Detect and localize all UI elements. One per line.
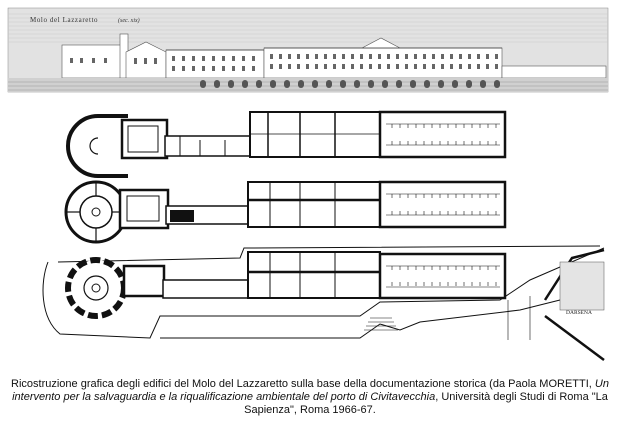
window	[387, 64, 390, 69]
arch	[354, 80, 360, 88]
window	[486, 64, 489, 69]
arch	[298, 80, 304, 88]
arch	[410, 80, 416, 88]
darsena-label: DARSENA	[566, 310, 592, 316]
window	[351, 64, 354, 69]
window	[423, 64, 426, 69]
window	[396, 54, 399, 59]
caption-text-2: , Università degli Studi di Roma "La Sap…	[244, 391, 608, 416]
window	[495, 64, 498, 69]
arch	[466, 80, 472, 88]
window	[459, 54, 462, 59]
window	[432, 54, 435, 59]
arch	[396, 80, 402, 88]
arch	[424, 80, 430, 88]
arch	[326, 80, 332, 88]
window	[369, 64, 372, 69]
window	[342, 64, 345, 69]
plan-site: DARSENA	[42, 245, 605, 362]
elevation-panel: Molo del Lazzaretto (sec. xix)	[7, 7, 609, 93]
arch	[214, 80, 220, 88]
window	[450, 64, 453, 69]
elevation-century: (sec. xix)	[118, 17, 140, 24]
arch	[480, 80, 486, 88]
window	[369, 54, 372, 59]
figure-caption: Ricostruzione grafica degli edifici del …	[6, 378, 614, 417]
window	[405, 54, 408, 59]
window	[315, 64, 318, 69]
window	[405, 64, 408, 69]
caption-title-italic: Un intervento per la salvaguardia e la r…	[12, 378, 609, 403]
window	[360, 54, 363, 59]
window	[297, 54, 300, 59]
window	[333, 64, 336, 69]
window	[288, 54, 291, 59]
window	[477, 64, 480, 69]
window	[324, 64, 327, 69]
window	[351, 54, 354, 59]
window	[423, 54, 426, 59]
window	[333, 54, 336, 59]
window	[279, 64, 282, 69]
window	[378, 54, 381, 59]
window	[432, 64, 435, 69]
window	[342, 54, 345, 59]
window	[414, 54, 417, 59]
window	[288, 64, 291, 69]
arch	[200, 80, 206, 88]
window	[450, 54, 453, 59]
arch	[340, 80, 346, 88]
window	[468, 54, 471, 59]
arch	[242, 80, 248, 88]
arch	[256, 80, 262, 88]
window	[396, 64, 399, 69]
window	[387, 54, 390, 59]
window	[270, 64, 273, 69]
window	[324, 54, 327, 59]
window	[441, 54, 444, 59]
window	[279, 54, 282, 59]
window	[306, 54, 309, 59]
arch	[270, 80, 276, 88]
window	[477, 54, 480, 59]
arch	[382, 80, 388, 88]
window	[378, 64, 381, 69]
window	[414, 64, 417, 69]
window	[297, 64, 300, 69]
window	[306, 64, 309, 69]
window	[486, 54, 489, 59]
caption-text-1: Ricostruzione grafica degli edifici del …	[11, 378, 595, 390]
window	[495, 54, 498, 59]
arch	[494, 80, 500, 88]
plan-ground-floor-2	[64, 180, 507, 244]
window	[459, 64, 462, 69]
window	[270, 54, 273, 59]
arch	[438, 80, 444, 88]
lazzaretto-drawing: Molo del Lazzaretto (sec. xix)	[7, 7, 609, 362]
window	[360, 64, 363, 69]
window	[441, 64, 444, 69]
arch	[228, 80, 234, 88]
window	[468, 64, 471, 69]
arch	[368, 80, 374, 88]
arch	[312, 80, 318, 88]
arch	[452, 80, 458, 88]
arch	[284, 80, 290, 88]
window	[315, 54, 318, 59]
plan-ground-floor-1	[66, 110, 507, 178]
elevation-title: Molo del Lazzaretto	[30, 16, 98, 24]
